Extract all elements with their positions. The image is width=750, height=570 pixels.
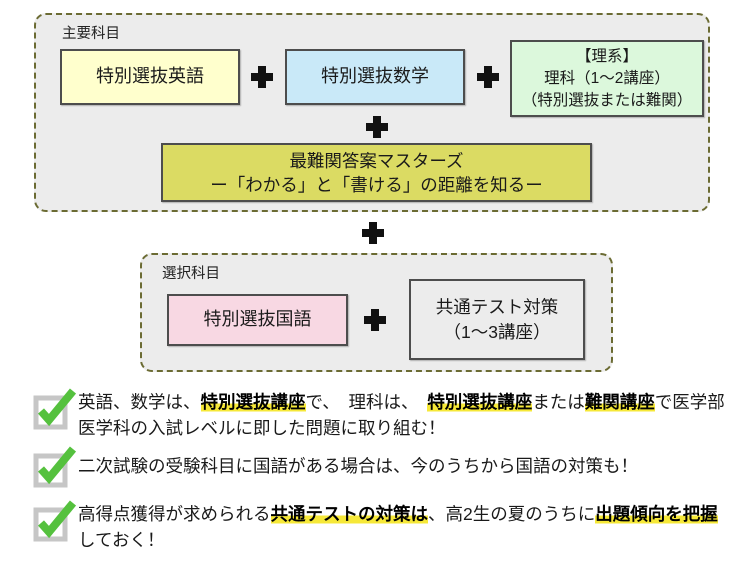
bullet-text: 二次試験の受験科目に国語がある場合は、今のうちから国語の対策も！: [78, 444, 734, 479]
checkbox-check-icon: [33, 500, 76, 542]
text-segment: で、 理科は、: [305, 392, 428, 412]
text-segment: 高得点獲得が求められる: [78, 504, 271, 524]
highlighted-term: 特別選抜講座: [200, 392, 306, 412]
elective-section-label: 選択科目: [162, 266, 220, 282]
japanese-course-box: 特別選抜国語: [167, 294, 348, 346]
plus-icon: [477, 66, 499, 88]
masters-course-line2: ー「わかる」と「書ける」の距離を知るー: [210, 174, 543, 195]
text-segment: 二次試験の受験科目に国語がある場合は、今のうちから国語の対策も！: [78, 456, 638, 476]
main-section-label: 主要科目: [62, 26, 120, 42]
kyotsu-test-line1: 共通テスト対策: [435, 296, 559, 317]
kyotsu-test-line2: （1～3講座）: [443, 321, 551, 342]
main-subjects-section: 主要科目 特別選抜英語 特別選抜数学 【理系】 理科（1～2講座） （特別選抜ま…: [34, 13, 710, 212]
highlighted-term: 難関講座: [584, 392, 655, 412]
masters-course-box: 最難関答案マスターズ ー「わかる」と「書ける」の距離を知るー: [161, 143, 592, 202]
science-course-line2: 理科（1～2講座）: [544, 69, 670, 87]
science-course-line3: （特別選抜または難関）: [521, 91, 693, 109]
text-segment: しておく！: [78, 530, 165, 550]
math-course-box: 特別選抜数学: [285, 49, 465, 105]
masters-course-line1: 最難関答案マスターズ: [289, 150, 464, 171]
bullet-text: 英語、数学は、特別選抜講座で、 理科は、 特別選抜講座または難関講座で医学部医学…: [78, 386, 734, 441]
science-course-box: 【理系】 理科（1～2講座） （特別選抜または難関）: [510, 40, 704, 117]
science-course-line1: 【理系】: [575, 47, 638, 65]
plus-icon: [362, 222, 384, 244]
plus-icon: [364, 309, 386, 331]
english-course-box: 特別選抜英語: [60, 49, 240, 105]
bullet-point-1: 英語、数学は、特別選抜講座で、 理科は、 特別選抜講座または難関講座で医学部医学…: [30, 386, 734, 441]
checkbox-check-icon: [33, 388, 76, 430]
bullet-point-3: 高得点獲得が求められる共通テストの対策は、高2生の夏のうちに出題傾向を把握してお…: [30, 498, 734, 553]
highlighted-term: 共通テストの対策は: [270, 504, 428, 524]
math-course-label: 特別選抜数学: [321, 66, 429, 87]
english-course-label: 特別選抜英語: [96, 66, 204, 87]
plus-icon: [366, 116, 388, 138]
plus-icon: [251, 66, 273, 88]
japanese-course-label: 特別選抜国語: [203, 309, 312, 330]
text-segment: 英語、数学は、: [78, 392, 201, 412]
bullet-point-2: 二次試験の受験科目に国語がある場合は、今のうちから国語の対策も！: [30, 444, 734, 488]
text-segment: で医学部医学科の入試レベルに即した問題に取り組む！: [78, 392, 725, 438]
bullet-text: 高得点獲得が求められる共通テストの対策は、高2生の夏のうちに出題傾向を把握してお…: [78, 498, 734, 553]
highlighted-term: 特別選抜講座: [427, 392, 533, 412]
highlighted-term: 出題傾向を把握: [595, 504, 718, 524]
checkbox-check-icon: [33, 446, 76, 488]
kyotsu-test-course-box: 共通テスト対策 （1～3講座）: [409, 279, 585, 360]
text-segment: または: [532, 392, 585, 412]
elective-subjects-section: 選択科目 特別選抜国語 共通テスト対策 （1～3講座）: [140, 253, 613, 372]
text-segment: 、高2生の夏のうちに: [428, 504, 596, 524]
